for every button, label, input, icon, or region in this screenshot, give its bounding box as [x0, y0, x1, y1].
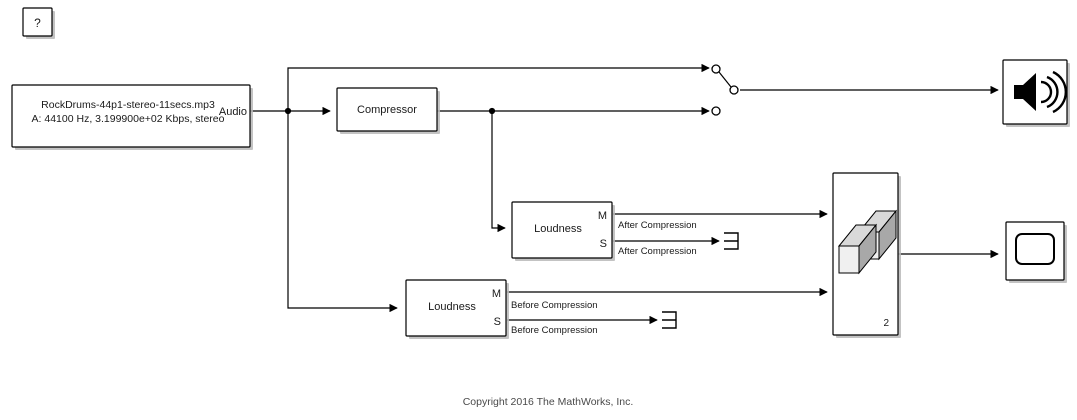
from-multimedia-file[interactable]: RockDrums-44p1-stereo-11secs.mp3 A: 4410…	[11, 84, 253, 150]
info-block-label: ?	[34, 16, 41, 30]
compressor-label: Compressor	[357, 104, 417, 116]
switch-output-node[interactable]	[729, 85, 739, 95]
scope-icon	[1015, 233, 1055, 265]
matrix-concatenate-block[interactable]: 2	[832, 172, 901, 338]
speaker-icon	[1014, 70, 1067, 114]
source-block-body[interactable]	[11, 84, 251, 148]
loudness-before-label: Loudness	[428, 301, 476, 313]
switch-input-1-node[interactable]	[711, 64, 721, 74]
loudness-after-port-m: M	[598, 210, 607, 222]
manual-switch-block[interactable]	[711, 64, 739, 116]
audio-device-writer[interactable]	[1002, 59, 1070, 127]
source-filename: RockDrums-44p1-stereo-11secs.mp3	[41, 99, 215, 111]
junction-compressor-out	[488, 107, 496, 115]
switch-input-2-node[interactable]	[711, 106, 721, 116]
terminator-icon[interactable]	[724, 232, 739, 250]
source-format-info: A: 44100 Hz, 3.199900e+02 Kbps, stereo	[32, 113, 225, 125]
loudness-before-body[interactable]	[405, 279, 507, 337]
signal-label-after-m: After Compression	[618, 220, 697, 231]
terminator-icon[interactable]	[662, 311, 677, 329]
wire-to-loudness-before[interactable]	[287, 111, 398, 313]
compressor-block-body[interactable]	[336, 87, 438, 132]
terminator-after-compression[interactable]	[724, 232, 739, 250]
cube-icon	[837, 209, 898, 275]
matrix-block-label: 2	[883, 318, 889, 329]
wire-bypass-to-switch[interactable]	[287, 63, 710, 111]
junction-source	[284, 107, 292, 115]
info-block-body[interactable]	[22, 7, 53, 37]
wire-to-loudness-after[interactable]	[491, 111, 506, 233]
loudness-before-port-m: M	[492, 288, 501, 300]
terminator-before-compression[interactable]	[662, 311, 677, 329]
scope-block[interactable]	[1005, 221, 1067, 283]
loudness-after-compression[interactable]: Loudness M S	[511, 201, 615, 261]
copyright-text: Copyright 2016 The MathWorks, Inc.	[463, 396, 634, 408]
loudness-after-body[interactable]	[511, 201, 613, 259]
signal-label-before-m: Before Compression	[511, 300, 598, 311]
loudness-after-port-s: S	[600, 238, 607, 250]
compressor-block[interactable]: Compressor	[336, 87, 440, 134]
loudness-before-port-s: S	[494, 316, 501, 328]
signal-wires	[249, 63, 999, 325]
loudness-before-compression[interactable]: Loudness M S	[405, 279, 509, 339]
switch-blade[interactable]	[718, 71, 732, 88]
loudness-after-label: Loudness	[534, 223, 582, 235]
source-output-port-label: Audio	[219, 106, 247, 118]
signal-label-after-s: After Compression	[618, 246, 697, 257]
signal-label-before-s: Before Compression	[511, 325, 598, 336]
info-block[interactable]: ?	[22, 7, 55, 39]
